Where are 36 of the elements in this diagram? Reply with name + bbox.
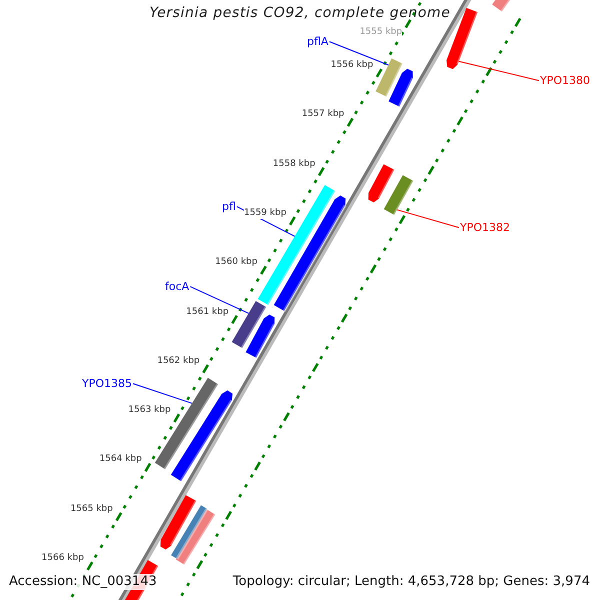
scale-label: 1565 kbp (70, 504, 113, 514)
pointed-gene-segment (388, 68, 414, 108)
leader-line (328, 41, 389, 66)
gene-segment (176, 509, 217, 566)
leader-line (132, 383, 192, 404)
scale-label: 1563 kbp (128, 405, 171, 416)
gene-segment (154, 378, 220, 470)
gene-label: YPO1385 (82, 377, 132, 390)
pointed-gene-segment (170, 390, 234, 482)
gene-segment (171, 505, 208, 560)
gene-segment (384, 175, 415, 216)
pointed-gene-segment (160, 495, 198, 550)
scale-label: 1556 kbp (330, 60, 374, 71)
gene-segment (376, 58, 404, 98)
scale-label: 1560 kbp (215, 257, 258, 268)
gene-label: YPO1380 (540, 74, 590, 88)
pointed-gene-segment (368, 164, 396, 202)
gene-segment (232, 301, 268, 349)
pointed-gene-segment (246, 314, 276, 359)
scale-label: 1555 kbp (360, 26, 402, 38)
scale-label: 1562 kbp (157, 356, 200, 367)
summary-note: Topology: circular; Length: 4,653,728 bp; Genes: 3,974 (232, 574, 590, 590)
gene-label: focA (165, 280, 190, 294)
scale-label: 1564 kbp (99, 454, 142, 466)
leader-line (458, 60, 540, 82)
scale-label: 1558 kbp (272, 158, 316, 170)
leader-line (396, 209, 460, 228)
scale-label: 1566 kbp (42, 553, 84, 564)
title: Yersinia pestis CO92, complete genome (148, 5, 452, 22)
scale-label: 1559 kbp (244, 208, 286, 219)
gene-label: pflA (307, 35, 328, 48)
scale-label: 1557 kbp (302, 109, 344, 120)
gene-label: pfl (222, 200, 236, 214)
gene-label: YPO1382 (460, 221, 510, 234)
leader-line (190, 286, 250, 314)
scale-label: 1561 kbp (186, 306, 229, 318)
